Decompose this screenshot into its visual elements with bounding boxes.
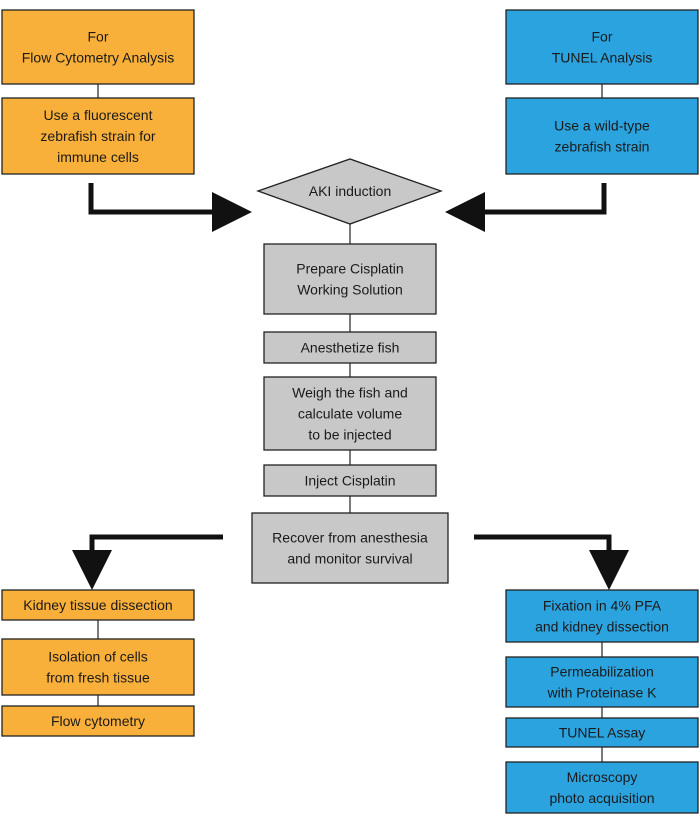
fluorescent-strain-box-line: immune cells (57, 149, 139, 165)
kidney-dissection-box-line: Kidney tissue dissection (23, 597, 172, 613)
tunel-header-box-shape (505, 9, 699, 85)
isolation-cells-box: Isolation of cells from fresh tissue (1, 638, 195, 696)
flow-arrows (72, 183, 629, 590)
recover-monitor-box-shape (251, 512, 449, 584)
anesthetize-fish-box-line: Anesthetize fish (301, 340, 400, 356)
inject-cisplatin-box: Inject Cisplatin (263, 464, 437, 497)
tunel-assay-box: TUNEL Assay (505, 717, 699, 748)
prepare-cisplatin-box-shape (263, 243, 437, 315)
wild-type-strain-box-line: zebrafish strain (555, 139, 650, 155)
fixation-pfa-box-line: Fixation in 4% PFA (543, 598, 662, 614)
flow-cytometry-header-box-shape (1, 9, 195, 85)
flow-cytometry-box-shape (1, 705, 195, 737)
flow-cytometry-header-box-line: For (88, 29, 109, 45)
weigh-fish-box-line: Weigh the fish and (292, 385, 408, 401)
fluorescent-strain-box-shape (1, 97, 195, 175)
weigh-fish-box-shape (263, 376, 437, 451)
aki-induction-shape (256, 158, 443, 225)
wild-type-strain-box: Use a wild-type zebrafish strain (505, 97, 699, 175)
left-to-aki-arrow (88, 183, 252, 232)
weigh-fish-box: Weigh the fish and calculate volume to be … (263, 376, 437, 451)
recover-monitor-box-line: and monitor survival (287, 551, 412, 567)
fixation-pfa-box: Fixation in 4% PFA and kidney dissection (505, 589, 699, 643)
isolation-cells-box-line: Isolation of cells (48, 649, 148, 665)
kidney-dissection-box-shape (1, 589, 195, 621)
isolation-cells-box-shape (1, 638, 195, 696)
inject-cisplatin-box-line: Inject Cisplatin (304, 473, 395, 489)
wild-type-strain-box-line: Use a wild-type (554, 118, 650, 134)
prepare-cisplatin-box-line: Working Solution (297, 282, 403, 298)
center-to-right-branch-arrow (474, 534, 629, 590)
microscopy-box-line: photo acquisition (549, 790, 654, 806)
anesthetize-fish-box: Anesthetize fish (263, 331, 437, 364)
microscopy-box-line: Microscopy (567, 769, 638, 785)
permeabilization-box-line: with Proteinase K (547, 685, 658, 701)
recover-monitor-box: Recover from anesthesia and monitor survi… (251, 512, 449, 584)
isolation-cells-box-line: from fresh tissue (46, 670, 150, 686)
tunel-assay-box-line: TUNEL Assay (559, 725, 646, 741)
tunel-header-box-line: TUNEL Analysis (552, 50, 653, 66)
microscopy-box-shape (505, 761, 699, 814)
center-to-left-branch-arrow (72, 534, 223, 590)
prepare-cisplatin-box-line: Prepare Cisplatin (296, 261, 403, 277)
flow-cytometry-box: Flow cytometry (1, 705, 195, 737)
aki-induction-label: AKI induction (309, 183, 392, 199)
kidney-dissection-box: Kidney tissue dissection (1, 589, 195, 621)
fixation-pfa-box-shape (505, 589, 699, 643)
permeabilization-box-shape (505, 656, 699, 708)
tunel-header-box-line: For (592, 29, 613, 45)
fluorescent-strain-box-line: Use a fluorescent (44, 107, 153, 123)
aki-induction-diamond: AKI induction (256, 158, 443, 225)
fluorescent-strain-box: Use a fluorescent zebrafish strain for imm… (1, 97, 195, 175)
anesthetize-fish-box-shape (263, 331, 437, 364)
permeabilization-box: Permeabilization with Proteinase K (505, 656, 699, 708)
microscopy-box: Microscopy photo acquisition (505, 761, 699, 814)
flow-cytometry-header-box-line: Flow Cytometry Analysis (22, 50, 174, 66)
tunel-assay-box-shape (505, 717, 699, 748)
weigh-fish-box-line: to be injected (308, 427, 391, 443)
recover-monitor-box-line: Recover from anesthesia (272, 530, 428, 546)
connector-lines (97, 84, 603, 762)
fluorescent-strain-box-line: zebrafish strain for (40, 128, 155, 144)
right-to-aki-arrow (445, 183, 607, 232)
flow-cytometry-box-line: Flow cytometry (51, 713, 145, 729)
fixation-pfa-box-line: and kidney dissection (535, 619, 669, 635)
weigh-fish-box-line: calculate volume (298, 406, 402, 422)
wild-type-strain-box-shape (505, 97, 699, 175)
inject-cisplatin-box-shape (263, 464, 437, 497)
permeabilization-box-line: Permeabilization (550, 664, 654, 680)
